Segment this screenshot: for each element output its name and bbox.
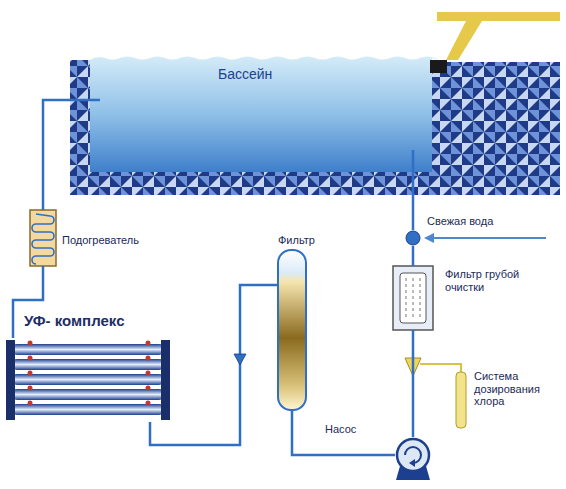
pipe-line	[412, 196, 415, 230]
pipe-stub	[68, 100, 413, 196]
node-label: Насос	[325, 423, 356, 436]
uv-unit-part-part	[28, 356, 33, 361]
valve-node: Свежая вода	[405, 230, 421, 246]
pool-ladder	[430, 12, 560, 73]
fresh-water-arrow-part	[424, 233, 434, 243]
heater-symbol	[30, 210, 56, 266]
pipe-line	[292, 410, 395, 455]
uv-unit-part-part	[12, 344, 164, 355]
node-label: Подогреватель	[62, 234, 139, 247]
pool-ladder-part	[446, 21, 482, 60]
fresh-water-arrow	[424, 233, 546, 243]
coarse-filter-symbol-part	[400, 273, 426, 323]
chlorine-node: Система дозирования хлора	[456, 372, 466, 428]
pool-ladder-part	[437, 12, 560, 21]
node-label: Фильтр грубой очистки	[445, 268, 535, 293]
pipe-connector	[43, 100, 68, 210]
pipe-line	[412, 330, 415, 437]
pipe-line	[150, 285, 278, 445]
valve-symbol	[406, 231, 420, 245]
pump-symbol	[396, 439, 430, 480]
pump-node: Насос	[395, 437, 431, 473]
pipe-connector	[413, 330, 414, 437]
heater-symbol-part	[30, 210, 56, 266]
uv-unit-part-part	[12, 404, 164, 415]
uv-unit-part-part	[12, 374, 164, 385]
flow-arrowhead	[234, 354, 246, 365]
pump-symbol-part	[397, 439, 429, 471]
uv-unit-part-part	[28, 386, 33, 391]
coarse-filter-symbol-part-part	[413, 278, 414, 318]
coarse-filter-symbol-part-part	[406, 278, 407, 318]
coarse-filter-symbol-part	[406, 278, 420, 318]
pipe-line	[43, 100, 68, 210]
uv-unit-part-part	[28, 341, 33, 346]
coarse-filter-node: Фильтр грубой очистки	[393, 266, 433, 330]
valve-symbol-part	[406, 231, 420, 245]
pool-ladder-part	[430, 60, 447, 73]
coarse-filter-symbol	[393, 266, 433, 330]
chlorine-bottle	[456, 372, 466, 428]
pool-region: Бассейн	[68, 48, 432, 196]
node-label: УФ- комплекс	[24, 312, 124, 329]
uv-unit	[6, 340, 170, 420]
pipe-connector	[413, 246, 414, 266]
pool-water	[90, 57, 438, 173]
pipe-stub-part	[412, 150, 415, 196]
pool-tiles	[70, 60, 560, 195]
uv-unit-node: УФ- комплекс	[6, 338, 170, 422]
pool-tiles-part	[432, 62, 560, 195]
pipe-line	[412, 246, 415, 266]
pipe-stub-part	[68, 99, 100, 102]
pipe-connector	[413, 196, 414, 230]
coarse-filter-symbol-part-part	[420, 278, 421, 318]
pool-water-part	[90, 57, 438, 173]
heater-node: Подогреватель	[30, 210, 56, 266]
node-label: Фильтр	[278, 234, 315, 247]
chlorine-bottle-part	[456, 372, 466, 428]
node-label: Бассейн	[218, 66, 272, 82]
node-label: Свежая вода	[427, 215, 493, 228]
uv-unit-part	[6, 340, 15, 420]
uv-unit-part-part	[28, 371, 33, 376]
uv-unit-part-part	[146, 401, 151, 406]
fresh-water-arrow-part	[432, 237, 546, 239]
pipe-connector	[292, 410, 395, 455]
pump-symbol-part	[409, 459, 415, 467]
filter-vessel-part	[278, 250, 306, 410]
filter-node: Фильтр	[278, 250, 306, 410]
heater-symbol-part	[32, 214, 54, 264]
chlorine-line-part	[420, 364, 461, 372]
uv-unit-part-part	[146, 386, 151, 391]
pool-tiles-part	[70, 172, 432, 195]
uv-unit-part-part	[28, 401, 33, 406]
uv-unit-part	[161, 340, 170, 420]
uv-unit-part-part	[146, 341, 151, 346]
uv-unit-part	[12, 341, 164, 416]
uv-unit-part-part	[12, 359, 164, 370]
coarse-filter-symbol-part	[393, 266, 433, 330]
uv-unit-part-part	[146, 371, 151, 376]
filter-vessel	[278, 250, 306, 410]
node-label: Система дозирования хлора	[474, 370, 562, 408]
uv-unit-part-part	[12, 389, 164, 400]
uv-unit-part-part	[146, 356, 151, 361]
pipe-connector	[150, 285, 278, 445]
